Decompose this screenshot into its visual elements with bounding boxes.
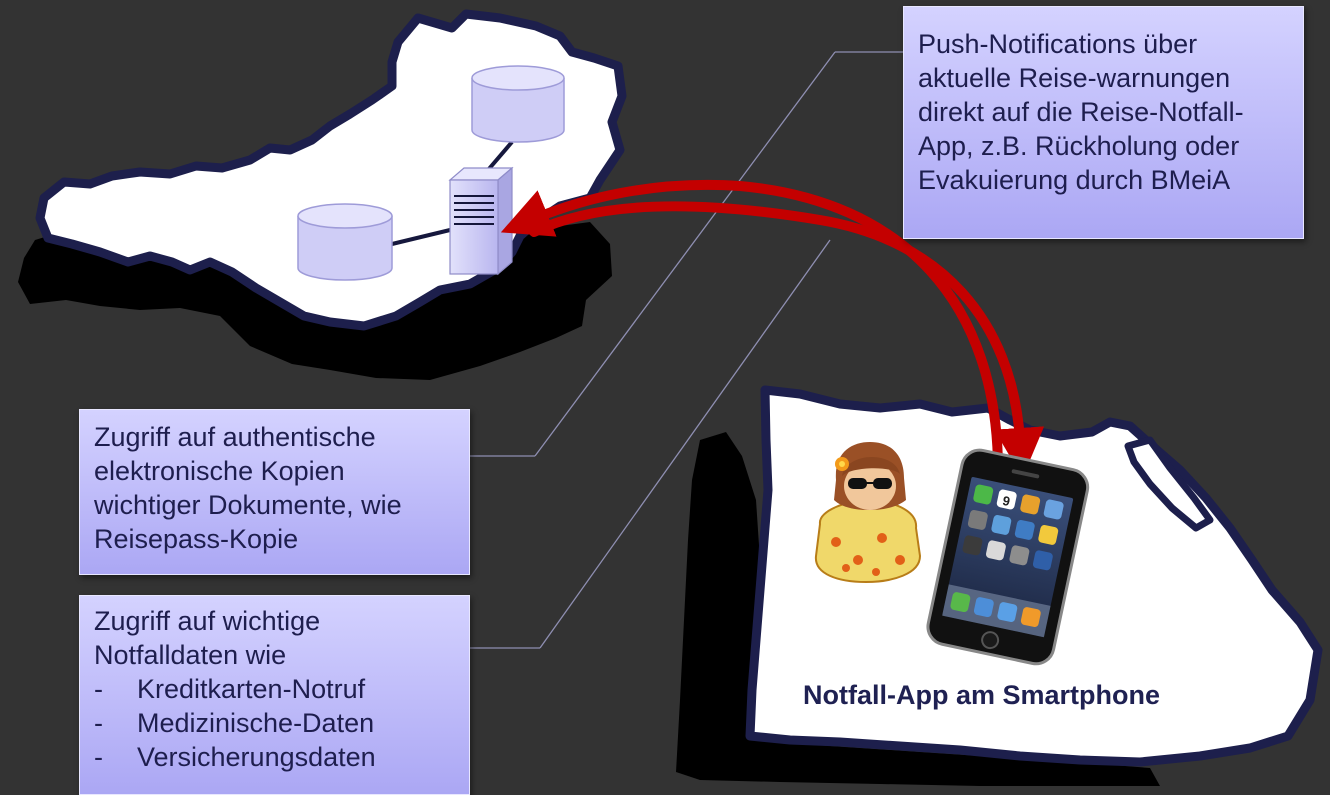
sinai-gulf-outline bbox=[1124, 436, 1214, 532]
push-callout-line: App, z.B. Rückholung oder bbox=[918, 131, 1240, 161]
push-callout-line: Push-Notifications über bbox=[918, 29, 1198, 59]
phone-caption: Notfall-App am Smartphone bbox=[803, 680, 1161, 710]
copies-callout-line: elektronische Kopien bbox=[94, 456, 345, 486]
server-icon bbox=[448, 166, 514, 276]
push-callout-line: direkt auf die Reise-Notfall- bbox=[918, 97, 1244, 127]
copies-callout-line: Reisepass-Kopie bbox=[94, 524, 299, 554]
list-item: - Medizinische-Daten bbox=[94, 706, 469, 740]
push-callout-line: Evakuierung durch BMeiA bbox=[918, 165, 1231, 195]
connector-lines bbox=[470, 51, 903, 649]
push-notifications-callout: Push-Notifications über aktuelle Reise-w… bbox=[903, 6, 1304, 239]
emergency-data-callout: Zugriff auf wichtige Notfalldaten wie - K… bbox=[79, 595, 470, 795]
list-item-label: Kreditkarten-Notruf bbox=[137, 674, 366, 704]
list-item: - Kreditkarten-Notruf bbox=[94, 672, 469, 706]
emergency-callout-line: Zugriff auf wichtige bbox=[94, 606, 321, 636]
copies-callout-line: wichtiger Dokumente, wie bbox=[94, 490, 402, 520]
list-item-label: Medizinische-Daten bbox=[137, 708, 375, 738]
copies-callout-line: Zugriff auf authentische bbox=[94, 422, 376, 452]
list-item-label: Versicherungsdaten bbox=[137, 742, 376, 772]
push-callout-line: aktuelle Reise-warnungen bbox=[918, 63, 1231, 93]
tourist-avatar-icon bbox=[814, 442, 922, 584]
database-icon-secondary bbox=[297, 203, 393, 281]
network-links bbox=[391, 140, 514, 246]
arrow-to-phone bbox=[529, 201, 1045, 478]
arrow-to-server bbox=[500, 179, 1004, 481]
smartphone-icon: 9 bbox=[926, 448, 1090, 666]
list-bullet: - bbox=[94, 674, 103, 704]
emergency-data-list: - Kreditkarten-Notruf - Medizinische-Daten… bbox=[94, 672, 469, 774]
list-bullet: - bbox=[94, 742, 103, 772]
calendar-day: 9 bbox=[1001, 493, 1011, 509]
list-bullet: - bbox=[94, 708, 103, 738]
document-copies-callout: Zugriff auf authentische elektronische K… bbox=[79, 409, 470, 575]
list-item: - Versicherungsdaten bbox=[94, 740, 469, 774]
emergency-callout-line: Notfalldaten wie bbox=[94, 640, 287, 670]
egypt-map-shadow bbox=[676, 432, 1160, 786]
database-icon bbox=[471, 65, 565, 143]
push-arrows bbox=[500, 179, 1045, 481]
